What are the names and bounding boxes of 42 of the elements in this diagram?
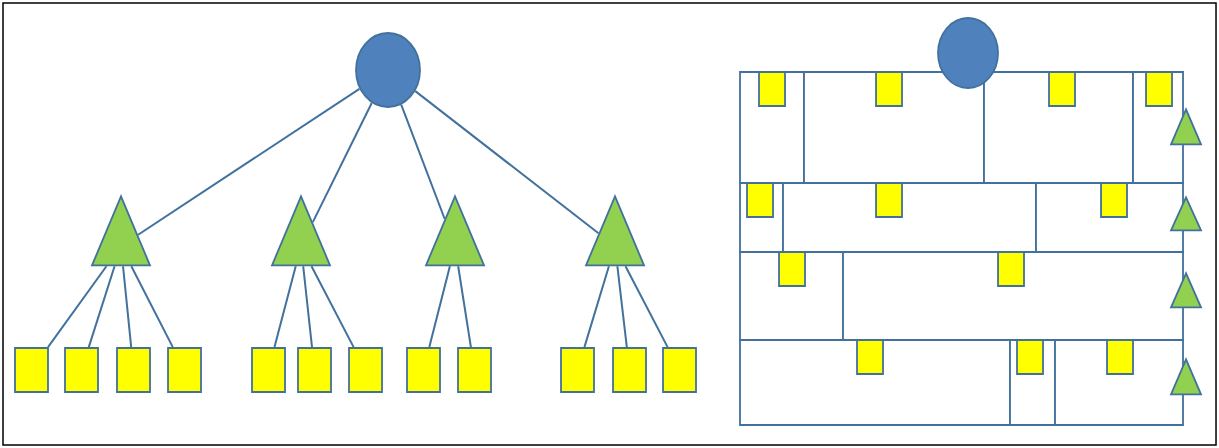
square-node: [560, 347, 595, 393]
connector-line: [311, 101, 373, 224]
connector-line: [130, 265, 174, 349]
square-node: [875, 71, 903, 107]
square-node: [778, 251, 806, 287]
square-node: [1106, 339, 1134, 375]
square-node: [612, 347, 647, 393]
square-node: [1145, 71, 1173, 107]
connector-line: [137, 87, 361, 236]
connector-line: [47, 265, 108, 349]
square-node: [14, 347, 49, 393]
circle-node: [937, 17, 999, 89]
square-node: [1016, 339, 1044, 375]
square-node: [746, 182, 774, 218]
square-node: [348, 347, 383, 393]
square-node: [875, 182, 903, 218]
square-node: [116, 347, 151, 393]
connector-line: [624, 265, 669, 349]
square-node: [1048, 71, 1076, 107]
connector-line: [414, 90, 600, 235]
connector-line: [457, 265, 472, 349]
square-node: [64, 347, 99, 393]
connector-line: [273, 265, 297, 349]
square-node: [251, 347, 286, 393]
circle-node: [355, 32, 421, 108]
connector-line: [428, 265, 451, 349]
square-node: [457, 347, 492, 393]
square-node: [758, 71, 786, 107]
square-node: [167, 347, 202, 393]
square-node: [406, 347, 441, 393]
square-node: [297, 347, 332, 393]
connector-line: [616, 265, 628, 349]
square-node: [997, 251, 1025, 287]
square-node: [856, 339, 884, 375]
connector-line: [87, 265, 116, 349]
connector-line: [583, 265, 610, 349]
square-node: [662, 347, 697, 393]
connector-line: [310, 265, 355, 349]
connector-line: [122, 265, 133, 349]
connector-line: [400, 103, 446, 220]
connector-line: [302, 265, 313, 349]
square-node: [1100, 182, 1128, 218]
